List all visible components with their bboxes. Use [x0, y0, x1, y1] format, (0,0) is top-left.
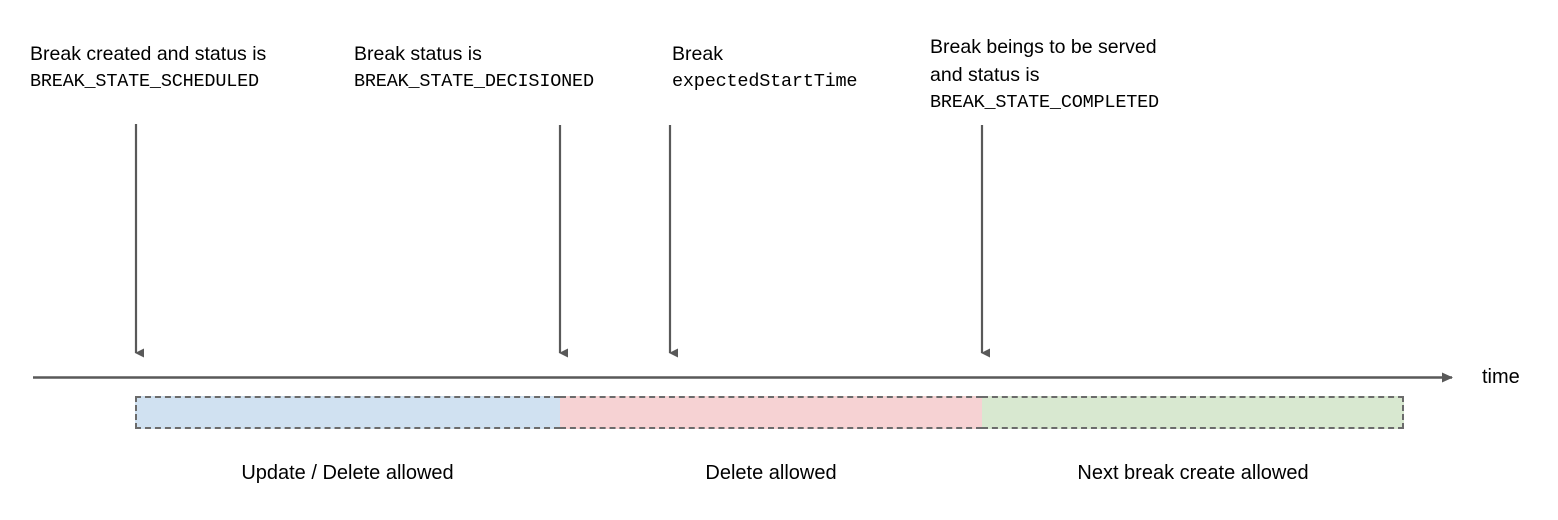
event-label-line: BREAK_STATE_DECISIONED: [354, 71, 594, 92]
segment-caption-scheduled: Update / Delete allowed: [241, 462, 454, 484]
event-label-line: Break status is: [354, 43, 482, 65]
event-label-line: Break created and status is: [30, 43, 267, 65]
event-label-line: BREAK_STATE_COMPLETED: [930, 92, 1159, 113]
time-axis-label: time: [1482, 366, 1520, 388]
segment-caption-decisioned: Delete allowed: [705, 462, 837, 484]
event-label-completed: Break beings to be served and status is …: [930, 33, 1159, 117]
event-label-line: expectedStartTime: [672, 71, 858, 92]
event-label-decisioned: Break status is BREAK_STATE_DECISIONED: [354, 40, 594, 96]
state-segment-bar: [135, 396, 1404, 429]
event-label-expected-start: Break expectedStartTime: [672, 40, 858, 96]
segment-scheduled: [135, 396, 560, 429]
event-label-created: Break created and status is BREAK_STATE_…: [30, 40, 266, 96]
event-label-line: and status is: [930, 64, 1040, 86]
segment-caption-completed: Next break create allowed: [1077, 462, 1309, 484]
event-label-line: Break beings to be served: [930, 36, 1157, 58]
segment-decisioned: [560, 396, 982, 429]
segment-completed: [982, 396, 1404, 429]
event-label-line: BREAK_STATE_SCHEDULED: [30, 71, 259, 92]
event-label-line: Break: [672, 43, 723, 65]
